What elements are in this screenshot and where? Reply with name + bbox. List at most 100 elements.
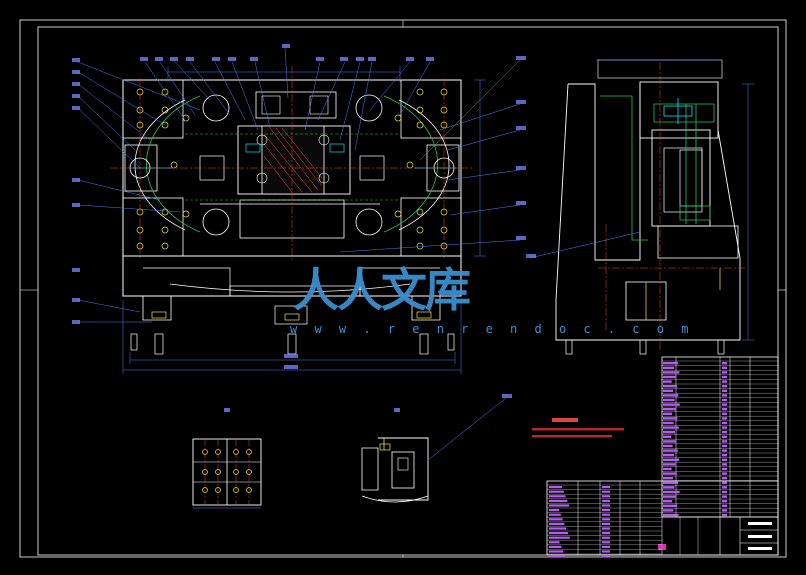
parts-list-cell-mark — [663, 504, 678, 507]
title-block — [546, 480, 779, 556]
title-block-cell-mark — [549, 550, 564, 553]
parts-list-cell-mark — [663, 477, 673, 480]
inner-border — [37, 26, 779, 556]
parts-list-cell-mark — [722, 444, 727, 448]
parts-list-cell-mark — [663, 366, 675, 369]
parts-list-cell-mark — [663, 385, 677, 388]
parts-list-cell-mark — [663, 431, 675, 434]
title-block-cell-mark — [602, 527, 610, 530]
parts-list-cell-mark — [722, 481, 727, 484]
parts-list-cell-mark — [722, 477, 727, 480]
parts-list-cell-mark — [722, 435, 727, 438]
parts-list-cell-mark — [722, 500, 727, 503]
parts-list-cell-mark — [722, 394, 727, 397]
title-block-cell-mark — [602, 555, 610, 558]
parts-list-cell-mark — [663, 444, 673, 448]
parts-list-cell-mark — [663, 454, 674, 457]
title-block-cell-mark — [549, 527, 567, 530]
parts-list-cell-mark — [722, 389, 727, 392]
title-block-cell-mark — [549, 513, 561, 516]
parts-list-cell-mark — [722, 375, 727, 379]
parts-list-cell-mark — [722, 362, 727, 365]
parts-list-cell-mark — [722, 403, 727, 406]
title-block-cell-mark — [549, 499, 568, 502]
technical-notes — [532, 418, 624, 438]
parts-list-cell-mark — [663, 435, 672, 438]
parts-list-cell-mark — [722, 486, 727, 489]
watermark-url: w w w . r e n r e n d o c . c o m — [290, 322, 694, 336]
title-block-cell-mark — [602, 486, 610, 489]
title-block-cell-mark — [602, 550, 610, 553]
parts-list-cell-mark — [663, 495, 676, 498]
parts-list-cell-mark — [663, 440, 677, 443]
parts-list — [661, 356, 779, 518]
parts-list-cell-mark — [722, 454, 727, 457]
parts-list-cell-mark — [663, 408, 676, 411]
front-view — [72, 44, 526, 374]
parts-list-cell-mark — [663, 486, 675, 489]
parts-list-cell-mark — [663, 458, 680, 461]
parts-list-cell-mark — [722, 463, 727, 466]
parts-list-cell-mark — [663, 417, 678, 420]
parts-list-cell-mark — [663, 380, 672, 383]
parts-list-cell-mark — [722, 366, 727, 369]
title-block-cell-mark — [602, 495, 610, 498]
parts-list-cell-mark — [663, 490, 680, 494]
parts-list-cell-mark — [722, 495, 727, 498]
side-view — [526, 59, 754, 355]
parts-list-cell-mark — [722, 431, 727, 434]
title-block-cell-mark — [549, 536, 570, 539]
title-block-cell-mark — [549, 509, 559, 512]
title-block-cell-mark — [549, 522, 565, 525]
parts-list-cell-mark — [663, 412, 673, 415]
parts-list-cell-mark — [722, 467, 727, 471]
parts-list-cell-mark — [663, 362, 678, 365]
parts-list-cell-mark — [663, 426, 679, 429]
detail-view-section — [361, 394, 512, 503]
title-block-cell-mark — [602, 522, 610, 525]
title-block-cell-mark — [602, 504, 610, 507]
title-block-cell-mark — [549, 495, 566, 498]
title-block-cell-mark — [602, 545, 610, 548]
parts-list-cell-mark — [722, 426, 727, 429]
parts-list-cell-mark — [722, 472, 727, 475]
parts-list-cell-mark — [722, 417, 727, 420]
parts-list-cell-mark — [722, 513, 727, 517]
parts-list-cell-mark — [722, 408, 727, 411]
parts-list-cell-mark — [663, 375, 676, 379]
title-block-cell-mark — [602, 536, 610, 539]
title-block-cell-mark — [602, 490, 610, 493]
title-block-cell-mark — [549, 486, 562, 489]
parts-list-cell-mark — [663, 394, 679, 397]
title-block-cell-mark — [602, 509, 610, 512]
parts-list-cell-mark — [663, 371, 680, 374]
title-block-cell-mark — [602, 532, 610, 535]
parts-list-cell-mark — [663, 481, 679, 484]
title-block-cell-mark — [549, 504, 570, 507]
title-block-cell-mark — [602, 513, 610, 516]
title-block-cell-mark — [549, 541, 560, 544]
title-block-cell-mark — [602, 499, 610, 502]
title-block-cell-mark — [549, 518, 563, 521]
parts-list-cell-mark — [722, 385, 727, 388]
title-block-cell-mark — [602, 541, 610, 544]
title-block-cell-mark — [549, 555, 565, 558]
parts-list-cell-mark — [722, 449, 727, 452]
parts-list-cell-mark — [722, 504, 727, 507]
parts-list-cell-mark — [663, 472, 677, 475]
parts-list-cell-mark — [722, 509, 727, 512]
parts-list-cell-mark — [663, 403, 680, 406]
watermark-logo: 人人文库 — [293, 263, 471, 317]
parts-list-cell-mark — [663, 398, 675, 402]
parts-list-cell-mark — [663, 389, 674, 392]
parts-list-cell-mark — [722, 440, 727, 443]
detail-view-e — [192, 408, 262, 509]
parts-list-cell-mark — [663, 500, 672, 503]
parts-list-cell-mark — [722, 412, 727, 415]
title-block-cell-mark — [549, 545, 562, 548]
title-block-cell-mark — [549, 532, 568, 535]
parts-list-cell-mark — [663, 449, 678, 452]
